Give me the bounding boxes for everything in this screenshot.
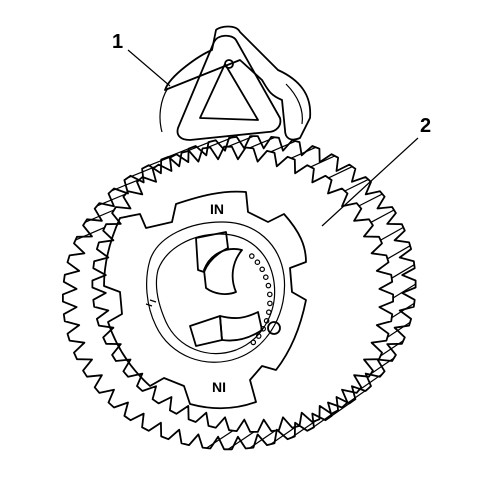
hub-hole (267, 300, 273, 307)
tooth-depth-line (290, 146, 317, 159)
tooth-depth-line (370, 357, 395, 375)
tooth-depth-line (344, 388, 369, 406)
tooth-depth-line (328, 400, 353, 419)
tooth-depth-line (249, 136, 276, 149)
hub-hole (260, 325, 267, 332)
tooth-depth-line (391, 302, 415, 319)
tooth-depth-line (358, 193, 383, 207)
gear-rear-face (91, 135, 417, 433)
hub-hole (259, 266, 266, 273)
tooth-depth-line (270, 140, 297, 153)
tooth-depth-line (328, 166, 353, 179)
hub-hole (249, 253, 255, 259)
hub-hole (255, 333, 262, 339)
gear-front-face (62, 145, 394, 451)
callout-leader-1 (127, 49, 171, 87)
callout-2: 2 (420, 115, 431, 137)
tooth-depth-line (227, 135, 255, 148)
tooth-depth-line (185, 140, 213, 153)
gear-hub (103, 190, 307, 410)
tooth-depth-line (380, 226, 404, 241)
hub-hole (262, 274, 269, 281)
callout-1: 1 (112, 31, 123, 53)
tooth-depth-line (387, 321, 411, 338)
tooth-depth-line (380, 340, 404, 357)
hub-mark-in: IN (210, 201, 224, 217)
tooth-depth-line (391, 264, 415, 279)
tooth-depth-line (344, 178, 369, 192)
hub-hole (265, 309, 272, 316)
hub-hole (265, 282, 272, 289)
tooth-depth-line (358, 373, 383, 391)
hub-hole (254, 259, 261, 266)
hub-hole (263, 317, 270, 324)
gear-holding-tool (159, 25, 312, 141)
hub-hole (266, 291, 273, 298)
tooth-depth-line (387, 245, 411, 260)
callout-leader-2 (321, 137, 419, 227)
hub-hole-pattern (249, 253, 273, 346)
hub-mark-ni: NI (212, 379, 226, 395)
tooth-depth-line (310, 155, 336, 168)
tooth-depth-line (370, 209, 395, 223)
tooth-depth-line (164, 146, 193, 159)
hub-hole (250, 339, 257, 346)
tooth-depth-line (206, 136, 234, 149)
tooth-depth-line (392, 283, 417, 299)
